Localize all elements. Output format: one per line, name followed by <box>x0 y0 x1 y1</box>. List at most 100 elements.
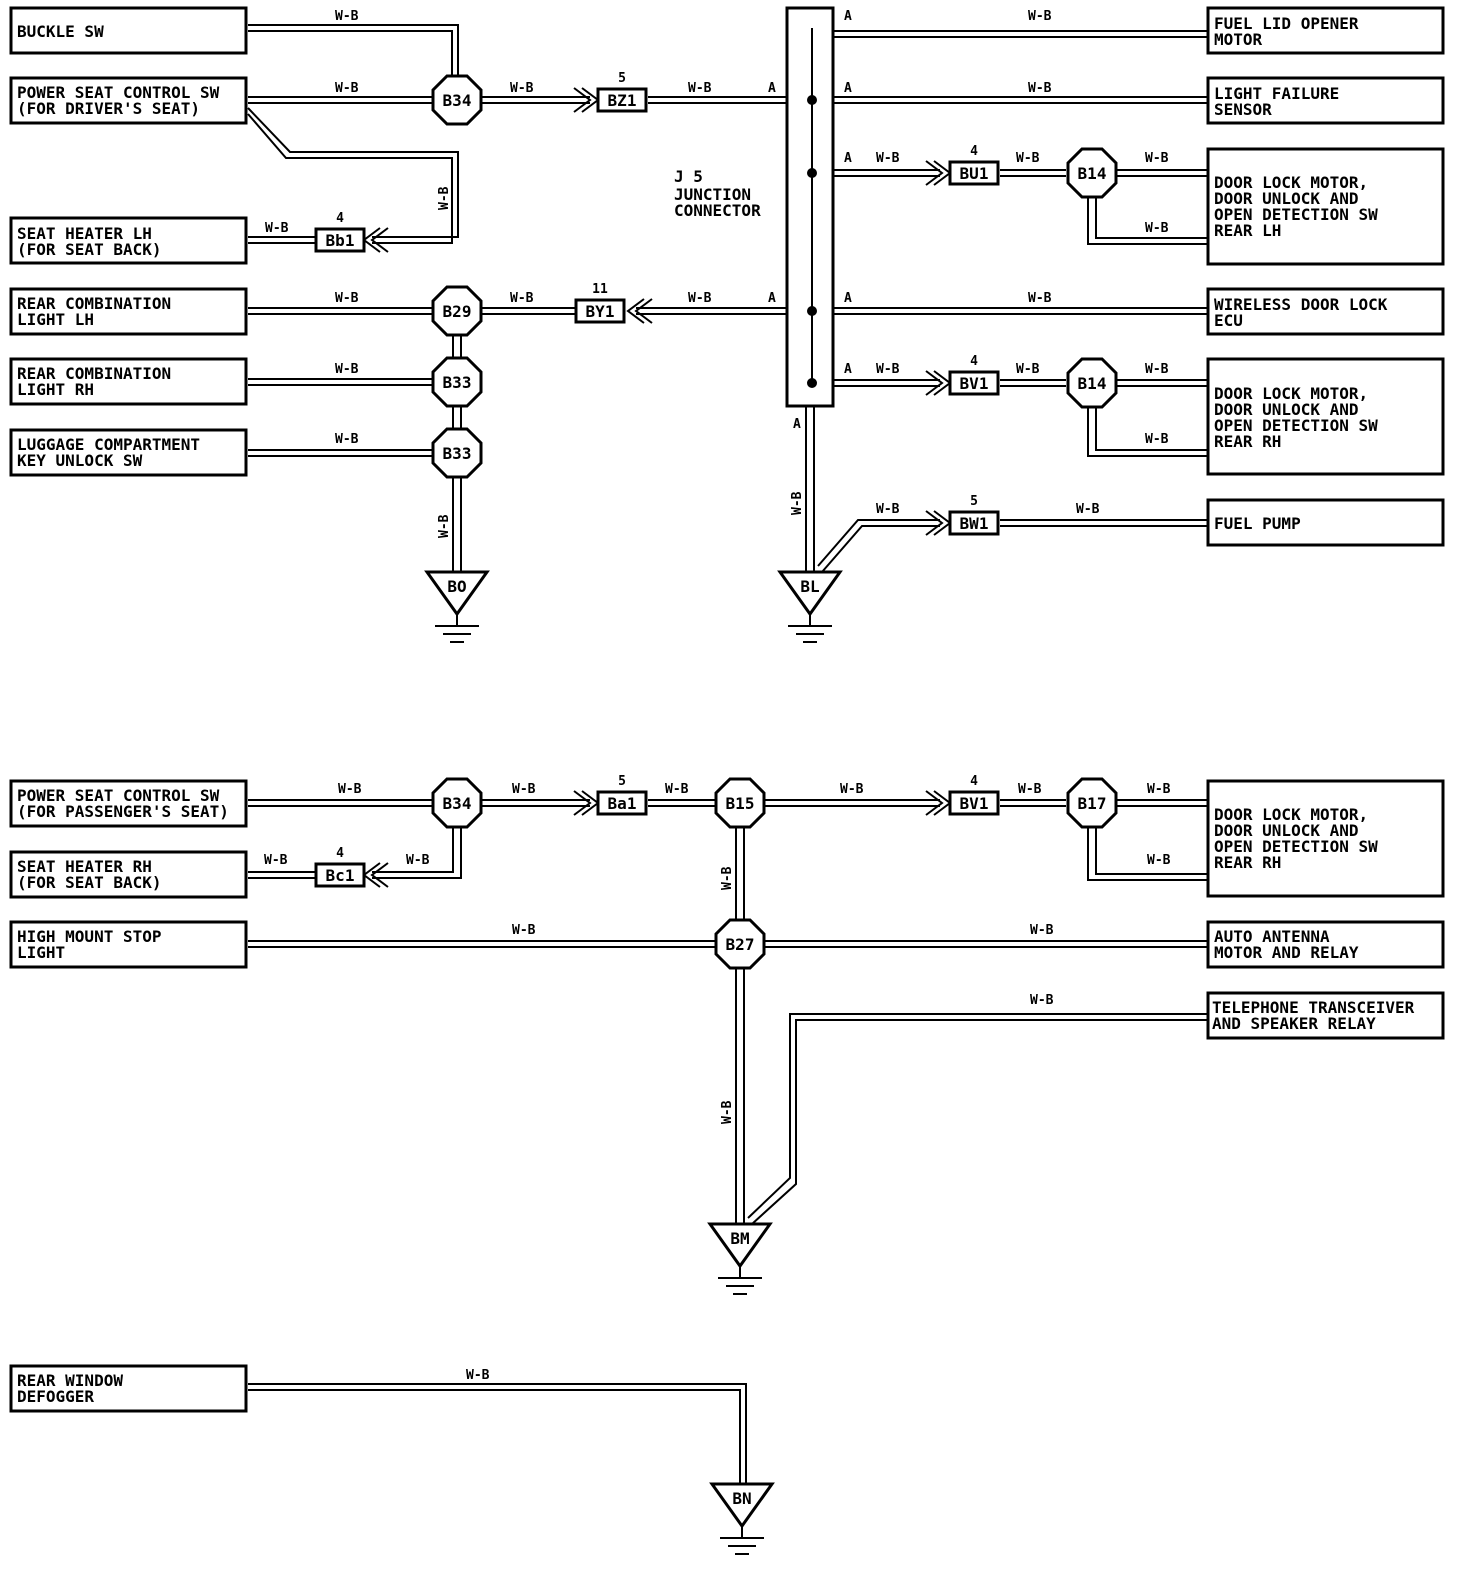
wires-top <box>247 24 1210 573</box>
connector-by1: BY1 11 <box>574 282 653 324</box>
svg-text:BV1: BV1 <box>960 374 989 393</box>
connector-bu1: BU1 4 <box>925 144 1000 186</box>
svg-text:BZ1: BZ1 <box>608 91 637 110</box>
psc-passenger-label: POWER SEAT CONTROL SW <box>17 786 220 805</box>
svg-text:4: 4 <box>970 144 978 159</box>
svg-text:B14: B14 <box>1078 164 1107 183</box>
wire-label: W-B <box>1145 362 1169 377</box>
svg-text:4: 4 <box>336 211 344 226</box>
wire-label: W-B <box>876 151 900 166</box>
rear-comb-lh-label: LIGHT LH <box>17 310 94 329</box>
junction-pin: A <box>844 81 852 96</box>
connector-bv1-bottom: BV1 4 <box>925 774 1000 816</box>
svg-text:BV1: BV1 <box>960 794 989 813</box>
door-lock-rh-label: OPEN DETECTION SW <box>1214 416 1378 435</box>
luggage-sw-label: LUGGAGE COMPARTMENT <box>17 435 200 454</box>
wire-label: W-B <box>510 81 534 96</box>
connector-bw1: BW1 5 <box>925 494 1000 536</box>
connector-bb1: Bb1 4 <box>314 211 389 253</box>
wire-label: W-B <box>335 291 359 306</box>
seat-heater-rh-label: (FOR SEAT BACK) <box>17 873 162 892</box>
svg-text:B34: B34 <box>443 91 472 110</box>
junction-pin: A <box>844 291 852 306</box>
svg-text:Bc1: Bc1 <box>326 866 355 885</box>
door-lock-rh-label: REAR RH <box>1214 432 1281 451</box>
ground-points: BO BL BM BN <box>424 570 843 1555</box>
wire-label: W-B <box>720 866 735 890</box>
buckle-sw-label: BUCKLE SW <box>17 22 104 41</box>
junction-name: CONNECTOR <box>674 201 761 220</box>
wire-label: W-B <box>1028 81 1052 96</box>
wire-label: W-B <box>335 9 359 24</box>
junction-connector-j5: J 5 JUNCTION CONNECTOR A A A A A A A A <box>674 6 852 432</box>
ground-bn: BN <box>709 1482 775 1555</box>
svg-text:4: 4 <box>970 354 978 369</box>
ground-bl: BL <box>777 570 843 643</box>
splice-b15: B15 <box>714 777 766 829</box>
wire-label: W-B <box>338 782 362 797</box>
wires-bottom <box>248 799 1210 1484</box>
splice-b27: B27 <box>714 918 766 970</box>
wireless-ecu-label: ECU <box>1214 311 1243 330</box>
splice-b33a: B33 <box>431 356 483 408</box>
svg-text:4: 4 <box>970 774 978 789</box>
door-lock-rh-label: DOOR LOCK MOTOR, <box>1214 384 1368 403</box>
connector-ba1: Ba1 5 <box>573 774 648 816</box>
wire-label: W-B <box>720 1100 735 1124</box>
wire-label: W-B <box>876 502 900 517</box>
wire-label: W-B <box>1016 151 1040 166</box>
wire-label: W-B <box>466 1368 490 1383</box>
svg-text:4: 4 <box>336 846 344 861</box>
rear-defogger-label: REAR WINDOW <box>17 1371 123 1390</box>
svg-text:BL: BL <box>800 577 819 596</box>
svg-text:5: 5 <box>970 494 978 509</box>
wireless-ecu-label: WIRELESS DOOR LOCK <box>1214 295 1388 314</box>
svg-text:B34: B34 <box>443 794 472 813</box>
light-failure-label: SENSOR <box>1214 100 1272 119</box>
svg-text:BO: BO <box>447 577 466 596</box>
wire-label: W-B <box>335 81 359 96</box>
wire-label: W-B <box>265 221 289 236</box>
door-lock-lh-label: DOOR UNLOCK AND <box>1214 189 1359 208</box>
splice-b33b: B33 <box>431 427 483 479</box>
junction-pin: A <box>768 291 776 306</box>
svg-text:Bb1: Bb1 <box>326 231 355 250</box>
door-lock-rh2-label: REAR RH <box>1214 853 1281 872</box>
wire-label: W-B <box>512 923 536 938</box>
junction-pin: A <box>844 362 852 377</box>
telephone-label: TELEPHONE TRANSCEIVER <box>1212 998 1415 1017</box>
wire-label: W-B <box>406 853 430 868</box>
wire-label: W-B <box>1028 291 1052 306</box>
wire-color-labels: W-B W-B W-B W-B W-B W-B W-B W-B W-B W-B … <box>264 9 1171 1383</box>
door-lock-lh-label: OPEN DETECTION SW <box>1214 205 1378 224</box>
svg-text:Ba1: Ba1 <box>608 794 637 813</box>
door-lock-lh-label: DOOR LOCK MOTOR, <box>1214 173 1368 192</box>
junction-pin: A <box>844 151 852 166</box>
splice-b34-top: B34 <box>431 74 483 126</box>
wire-label: W-B <box>840 782 864 797</box>
fuel-lid-label: MOTOR <box>1214 30 1263 49</box>
connector-bv1-top: BV1 4 <box>925 354 1000 396</box>
luggage-sw-label: KEY UNLOCK SW <box>17 451 143 470</box>
junction-pin: A <box>844 9 852 24</box>
psc-driver-label: POWER SEAT CONTROL SW <box>17 83 220 102</box>
rear-comb-rh-label: LIGHT RH <box>17 380 94 399</box>
wire-label: W-B <box>1076 502 1100 517</box>
splice-b29: B29 <box>431 285 483 337</box>
splice-b17: B17 <box>1066 777 1118 829</box>
connector-bz1: BZ1 5 <box>573 71 648 113</box>
wire-label: W-B <box>510 291 534 306</box>
fuel-pump-label: FUEL PUMP <box>1214 514 1301 533</box>
splice-b14-bottom: B14 <box>1066 357 1118 409</box>
wire-label: W-B <box>1018 782 1042 797</box>
svg-text:B27: B27 <box>726 935 755 954</box>
light-failure-label: LIGHT FAILURE <box>1214 84 1339 103</box>
wire-label: W-B <box>1147 853 1171 868</box>
wire-label: W-B <box>876 362 900 377</box>
wire-label: W-B <box>688 291 712 306</box>
connectors: BZ1 5 Bb1 4 BY1 11 BU1 4 BV1 4 <box>314 71 1000 888</box>
auto-antenna-label: MOTOR AND RELAY <box>1214 943 1359 962</box>
door-lock-rh-label: DOOR UNLOCK AND <box>1214 400 1359 419</box>
wire-label: W-B <box>1030 923 1054 938</box>
